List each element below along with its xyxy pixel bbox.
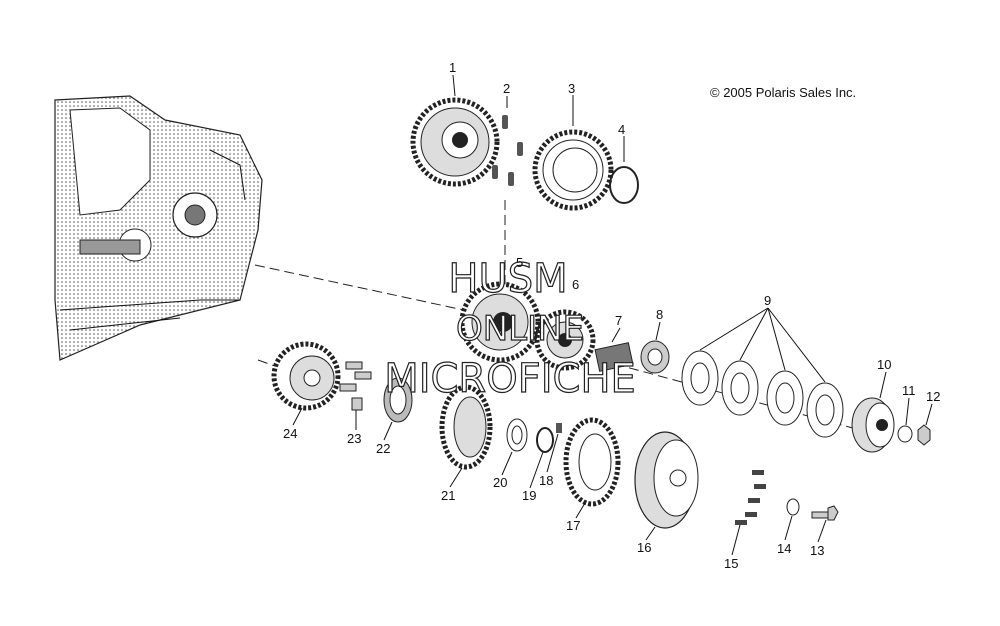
watermark: HUSM ONLINE MICROFICHE bbox=[384, 255, 637, 402]
gear-ring-part-3 bbox=[532, 129, 614, 211]
gear-part-17 bbox=[563, 417, 621, 507]
bolt-part-13 bbox=[811, 505, 839, 521]
ring-part-22 bbox=[383, 377, 413, 423]
callout-2: 2 bbox=[503, 81, 510, 96]
callout-17: 17 bbox=[566, 518, 580, 533]
callout-23: 23 bbox=[347, 431, 361, 446]
callout-19: 19 bbox=[522, 488, 536, 503]
callout-22: 22 bbox=[376, 441, 390, 456]
callout-3: 3 bbox=[568, 81, 575, 96]
washer-part-14 bbox=[786, 498, 800, 516]
gear-part-21 bbox=[439, 384, 493, 470]
callout-5: 5 bbox=[516, 255, 523, 270]
housing-part-16 bbox=[634, 431, 699, 529]
callout-8: 8 bbox=[656, 307, 663, 322]
callout-4: 4 bbox=[618, 122, 625, 137]
callout-11: 11 bbox=[902, 383, 916, 398]
washer-part-11 bbox=[897, 425, 913, 443]
callout-24: 24 bbox=[283, 426, 297, 441]
gear-part-24 bbox=[271, 341, 341, 411]
callout-16: 16 bbox=[637, 540, 651, 555]
callout-1: 1 bbox=[449, 60, 456, 75]
ring-part-19 bbox=[536, 427, 554, 453]
snap-ring-part-4 bbox=[609, 166, 639, 204]
callout-12: 12 bbox=[926, 389, 940, 404]
watermark-line2: ONLINE bbox=[456, 309, 584, 349]
bolts-part-23 bbox=[339, 361, 372, 411]
sleeve-part-7 bbox=[594, 342, 634, 372]
watermark-line1: HUSM bbox=[448, 256, 567, 302]
leader-lines bbox=[292, 74, 933, 556]
callout-15: 15 bbox=[724, 556, 738, 571]
drum-part-10 bbox=[851, 397, 895, 453]
screws-part-15 bbox=[735, 470, 766, 525]
callout-18: 18 bbox=[539, 473, 553, 488]
gear-part-1 bbox=[410, 97, 500, 187]
pins-part-2 bbox=[492, 115, 523, 186]
copyright-text: © 2005 Polaris Sales Inc. bbox=[710, 85, 856, 100]
callout-9: 9 bbox=[764, 293, 771, 308]
callout-20: 20 bbox=[493, 475, 507, 490]
watermark-line3: MICROFICHE bbox=[384, 356, 636, 402]
nut-part-12 bbox=[917, 424, 931, 446]
gear-part-5 bbox=[459, 281, 541, 363]
callout-14: 14 bbox=[777, 541, 791, 556]
callout-21: 21 bbox=[441, 488, 455, 503]
washers-part-9 bbox=[681, 350, 844, 438]
bearing-part-8 bbox=[640, 340, 670, 374]
callout-7: 7 bbox=[615, 313, 622, 328]
callout-10: 10 bbox=[877, 357, 891, 372]
washer-part-20 bbox=[506, 418, 528, 452]
gear-part-6 bbox=[534, 309, 596, 371]
key-part-18 bbox=[556, 423, 562, 433]
engine-case bbox=[54, 95, 263, 361]
callout-6: 6 bbox=[572, 277, 579, 292]
callout-13: 13 bbox=[810, 543, 824, 558]
